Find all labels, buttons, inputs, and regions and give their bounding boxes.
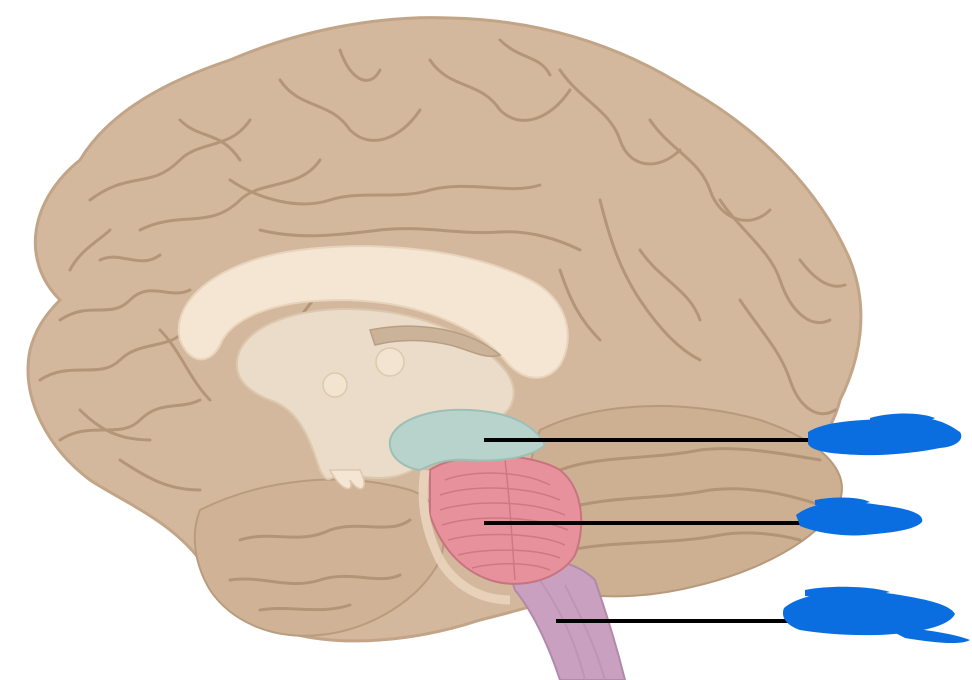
midbrain (388, 408, 547, 472)
redaction-medulla-label (782, 586, 970, 644)
redaction-pons-label (796, 497, 923, 536)
pons-striations (439, 459, 569, 581)
medulla-shading (539, 579, 606, 680)
optic-chiasm (328, 469, 365, 490)
cortex-sulci (38, 38, 847, 612)
redaction-midbrain-label (808, 413, 962, 456)
mammillary-body (322, 372, 348, 398)
thalamus-bump (375, 347, 405, 377)
corpus-callosum (177, 245, 569, 379)
fornix (369, 325, 502, 357)
tegmentum-edge (418, 469, 511, 605)
